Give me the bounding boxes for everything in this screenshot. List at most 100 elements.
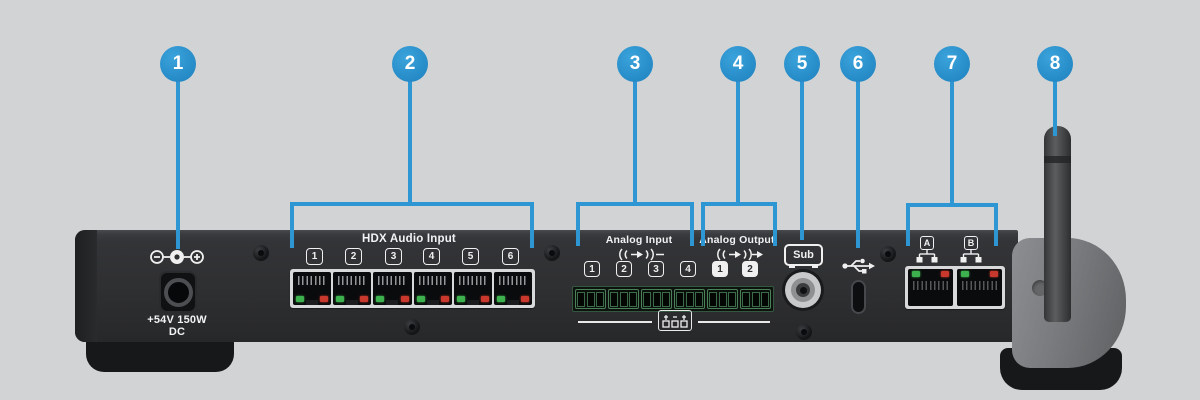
wiring-legend-icon: [658, 310, 692, 331]
network-tree-icon: [916, 250, 938, 263]
screw-icon: [253, 245, 269, 261]
usb-icon: [842, 258, 875, 274]
rj45-port: [493, 272, 533, 305]
led-red: [941, 271, 949, 277]
callout-6: 6: [840, 46, 876, 82]
terminal-pin: [742, 291, 751, 307]
led-green: [296, 296, 304, 302]
callout-2-leader: [290, 64, 534, 248]
legend-line: [578, 321, 652, 323]
terminal-pin: [610, 291, 619, 307]
terminal-pin: [577, 291, 586, 307]
subwoofer-icon-foot: [789, 264, 795, 268]
led-red: [320, 296, 329, 302]
screw-icon: [544, 245, 560, 261]
callout-7: 7: [934, 46, 970, 82]
network-port-bank: [905, 266, 1005, 309]
terminal-group: [608, 289, 639, 309]
rj45-port: [333, 272, 372, 305]
rj45-port: [293, 272, 332, 305]
terminal-pin: [619, 291, 628, 307]
callout-4: 4: [720, 46, 756, 82]
led-green: [961, 271, 969, 277]
terminal-group: [641, 289, 672, 309]
analog-output-port-number: 2: [742, 261, 758, 277]
network-tree-icon: [960, 250, 982, 263]
callout-3-leader: [576, 64, 694, 246]
led-green: [912, 271, 920, 277]
led-green: [416, 296, 425, 302]
hdx-port-number: 4: [423, 248, 440, 265]
callout-3: 3: [617, 46, 653, 82]
analog-output-signal-icon: [717, 248, 763, 261]
network-a-icon: A: [920, 236, 934, 250]
hdx-port-number: 6: [502, 248, 519, 265]
led-green: [336, 296, 345, 302]
led-green: [456, 296, 465, 302]
hdx-port-number: 1: [306, 248, 323, 265]
callout-7-leader: [906, 64, 998, 246]
euroblock-terminal-strip: [572, 286, 774, 312]
led-green: [376, 296, 385, 302]
terminal-pin: [628, 291, 637, 307]
rj45-port: [908, 269, 953, 306]
callout-4-leader: [701, 64, 777, 246]
terminal-pin: [595, 291, 604, 307]
rj45-port: [373, 272, 412, 305]
rear-panel: +54V 150W DC HDX Audio Input 1 2 3 4 5 6…: [75, 230, 1018, 342]
terminal-pin: [718, 291, 727, 307]
analog-input-port-number: 3: [648, 261, 664, 277]
subwoofer-icon-foot: [812, 264, 818, 268]
terminal-pin: [586, 291, 595, 307]
left-end-cap: [75, 230, 97, 342]
hdx-section-title: HDX Audio Input: [362, 233, 456, 245]
callout-2: 2: [392, 46, 428, 82]
screw-icon: [796, 324, 812, 340]
led-red: [360, 296, 369, 302]
terminal-group: [707, 289, 738, 309]
terminal-pin: [652, 291, 661, 307]
led-red: [480, 296, 489, 302]
terminal-pin: [727, 291, 736, 307]
terminal-pin: [760, 291, 769, 307]
led-red: [400, 296, 409, 302]
antenna-joint: [1044, 156, 1071, 163]
rj45-port: [957, 269, 1002, 306]
rj45-port: [413, 272, 452, 305]
subwoofer-icon: Sub: [784, 244, 823, 266]
screw-icon: [880, 246, 896, 262]
dc-power-jack: [159, 271, 197, 313]
dc-jack-pin: [163, 277, 193, 307]
sub-label: Sub: [793, 249, 814, 261]
power-voltage-label: +54V 150W: [147, 314, 207, 326]
terminal-group: [674, 289, 705, 309]
analog-input-port-number: 4: [680, 261, 696, 277]
screw-icon: [404, 319, 420, 335]
analog-input-port-number: 1: [584, 261, 600, 277]
hdx-port-number: 5: [462, 248, 479, 265]
callout-1: 1: [160, 46, 196, 82]
antenna: [1044, 126, 1071, 322]
led-green: [496, 296, 505, 302]
network-b-icon: B: [964, 236, 978, 250]
terminal-pin: [643, 291, 652, 307]
terminal-pin: [694, 291, 703, 307]
sub-rca-port: [782, 269, 824, 311]
terminal-group: [575, 289, 606, 309]
usb-c-port: [851, 280, 866, 314]
led-red: [440, 296, 449, 302]
analog-input-port-number: 2: [616, 261, 632, 277]
led-red: [990, 271, 998, 277]
analog-output-port-number: 1: [712, 261, 728, 277]
analog-input-title: Analog Input: [605, 234, 673, 246]
rj45-port: [453, 272, 492, 305]
hdx-port-bank: [290, 269, 535, 308]
analog-input-signal-icon: [619, 248, 664, 261]
callout-8: 8: [1037, 46, 1073, 82]
legend-line: [698, 321, 770, 323]
terminal-pin: [709, 291, 718, 307]
terminal-pin: [661, 291, 670, 307]
left-foot: [86, 336, 234, 372]
callout-5: 5: [784, 46, 820, 82]
